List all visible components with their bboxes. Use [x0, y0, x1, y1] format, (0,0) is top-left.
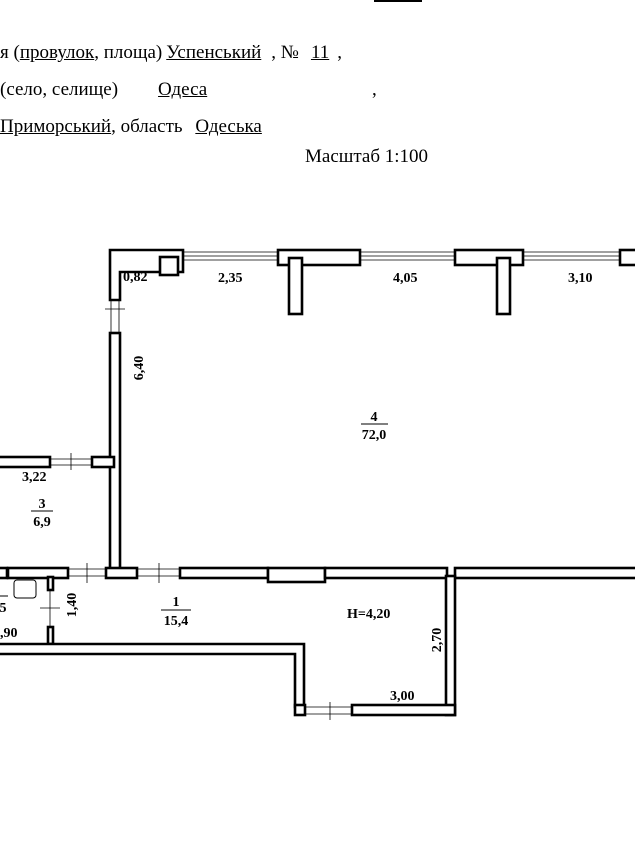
street-type: провулок	[19, 42, 95, 63]
dim-4-05: 4,05	[393, 271, 418, 286]
house-number: 11	[310, 42, 330, 63]
dim-2-70: 2,70	[430, 628, 445, 653]
number-label: , №	[271, 42, 299, 63]
city-line: (село, селище)Одеса,	[0, 79, 377, 100]
room3-wall	[0, 455, 52, 469]
corner-column	[158, 255, 180, 277]
mid-wall-4	[266, 566, 327, 584]
top-windows	[183, 251, 635, 261]
city-name: Одеса	[158, 79, 208, 100]
room3-wall-end	[90, 455, 116, 469]
street-line: я (провулок, площа)Успенський , № 11,	[0, 42, 342, 64]
right-wall	[444, 574, 457, 717]
sink-icon	[13, 579, 37, 599]
room-area: 72,0	[362, 428, 387, 443]
mid-wall-0	[0, 566, 9, 580]
room-area: 15,4	[164, 614, 189, 629]
dim-2-35: 2,35	[218, 271, 243, 286]
dim-6-40: 6,40	[132, 356, 147, 381]
room-3-label: 3 6,9	[31, 497, 53, 530]
dim-0-82: 0,82	[123, 270, 148, 285]
top-partial-line	[360, 0, 422, 8]
room-number: 4	[371, 410, 378, 425]
street-name: Успенський	[166, 42, 262, 63]
bath-wall-bottom	[46, 625, 55, 646]
pier-2	[453, 248, 525, 267]
room-1-label: 1 15,4	[161, 595, 191, 629]
comma: ,	[337, 42, 342, 63]
left-wall	[108, 331, 122, 575]
region-name: Одеська	[195, 116, 262, 137]
district-line: Приморський, область Одеська	[0, 116, 262, 138]
bath-wall-top	[46, 575, 55, 592]
pillar-1	[287, 256, 304, 316]
mid-wall-6	[453, 566, 635, 580]
bottom-right-wall	[350, 703, 457, 717]
street-rest: , площа)	[94, 42, 163, 63]
room-2-label: 5	[0, 595, 8, 616]
dim-0-90: ,90	[0, 626, 18, 641]
room-area: 5	[0, 601, 7, 616]
mid-wall-1	[6, 566, 70, 580]
region-label: , область	[111, 116, 183, 137]
mid-wall-5	[323, 566, 449, 580]
dim-3-10: 3,10	[568, 271, 593, 286]
district-name: Приморський	[0, 116, 112, 137]
bottom-wall	[0, 642, 306, 709]
room-4-label: 4 72,0	[361, 410, 388, 443]
pier-3	[618, 248, 635, 267]
room-number: 1	[173, 595, 180, 610]
scale-label: Масштаб 1:100	[305, 146, 429, 167]
street-prefix: я (	[0, 42, 20, 63]
dim-3-22: 3,22	[22, 470, 47, 485]
door-jamb	[293, 703, 307, 717]
pillar-2	[495, 256, 512, 316]
room-area: 6,9	[33, 515, 51, 530]
height-label: H=4,20	[347, 607, 390, 622]
dim-3-00: 3,00	[390, 689, 415, 704]
dim-1-40: 1,40	[65, 593, 80, 618]
room-number: 3	[39, 497, 46, 512]
city-prefix: (село, селище)	[0, 79, 119, 100]
mid-wall-3	[178, 566, 270, 580]
mid-wall-2	[104, 566, 139, 580]
